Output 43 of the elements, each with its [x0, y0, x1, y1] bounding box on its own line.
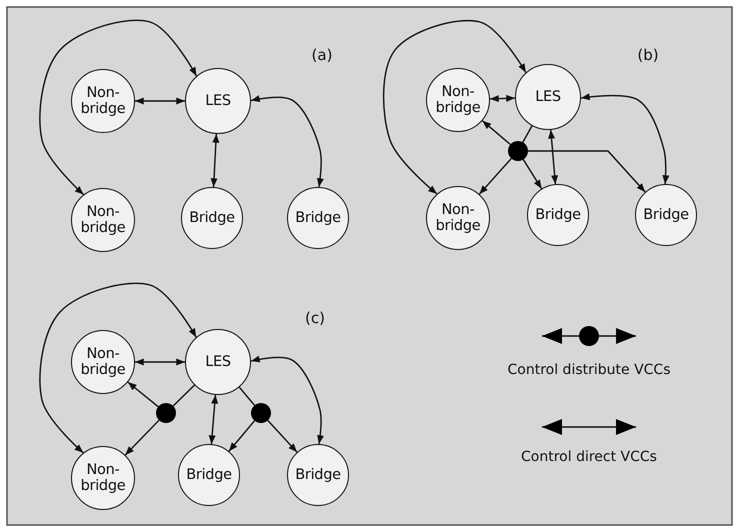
- arrow: [39, 282, 197, 454]
- node-label: Bridge: [642, 207, 690, 223]
- node-label: Bridge: [185, 467, 233, 483]
- node-label: Non-bridge: [80, 462, 126, 494]
- panel-label: (c): [305, 309, 325, 327]
- arrow: [267, 420, 298, 453]
- arrow: [135, 358, 185, 366]
- connector-line: [522, 126, 533, 143]
- node-label: Bridge: [188, 210, 236, 226]
- node-label: LES: [534, 89, 562, 105]
- arrow: [548, 130, 558, 184]
- arrow: [522, 159, 542, 190]
- arrow: [482, 120, 511, 146]
- arrow: [228, 420, 256, 452]
- node-label: Non-bridge: [80, 346, 126, 378]
- arrow: [210, 134, 220, 188]
- node-label: LES: [204, 93, 232, 109]
- arrow: [490, 94, 516, 102]
- arrow: [478, 158, 512, 195]
- node-label: Non-bridge: [80, 204, 126, 236]
- legend-text: Control direct VCCs: [521, 449, 657, 465]
- connector-line: [172, 384, 195, 406]
- arrow: [127, 382, 159, 408]
- node-label: Bridge: [294, 210, 342, 226]
- arrow: [39, 20, 198, 196]
- node-label: Bridge: [294, 467, 342, 483]
- arrow: [580, 93, 670, 184]
- node-label: Bridge: [534, 207, 582, 223]
- arrow: [124, 420, 160, 456]
- panel-label: (a): [312, 46, 332, 64]
- arrow: [135, 98, 185, 104]
- legend-text: Control distribute VCCs: [508, 362, 670, 378]
- panel-label: (b): [637, 46, 659, 64]
- arrow: [250, 95, 324, 188]
- arrow: [528, 150, 646, 192]
- node-label: Non-bridge: [80, 85, 126, 117]
- arrow: [208, 394, 218, 444]
- arrow: [250, 356, 324, 444]
- arrow: [382, 20, 526, 194]
- node-label: Non-bridge: [434, 84, 482, 116]
- node-label: Non-bridge: [434, 202, 482, 234]
- node-label: LES: [204, 354, 232, 370]
- connector-line: [238, 386, 256, 406]
